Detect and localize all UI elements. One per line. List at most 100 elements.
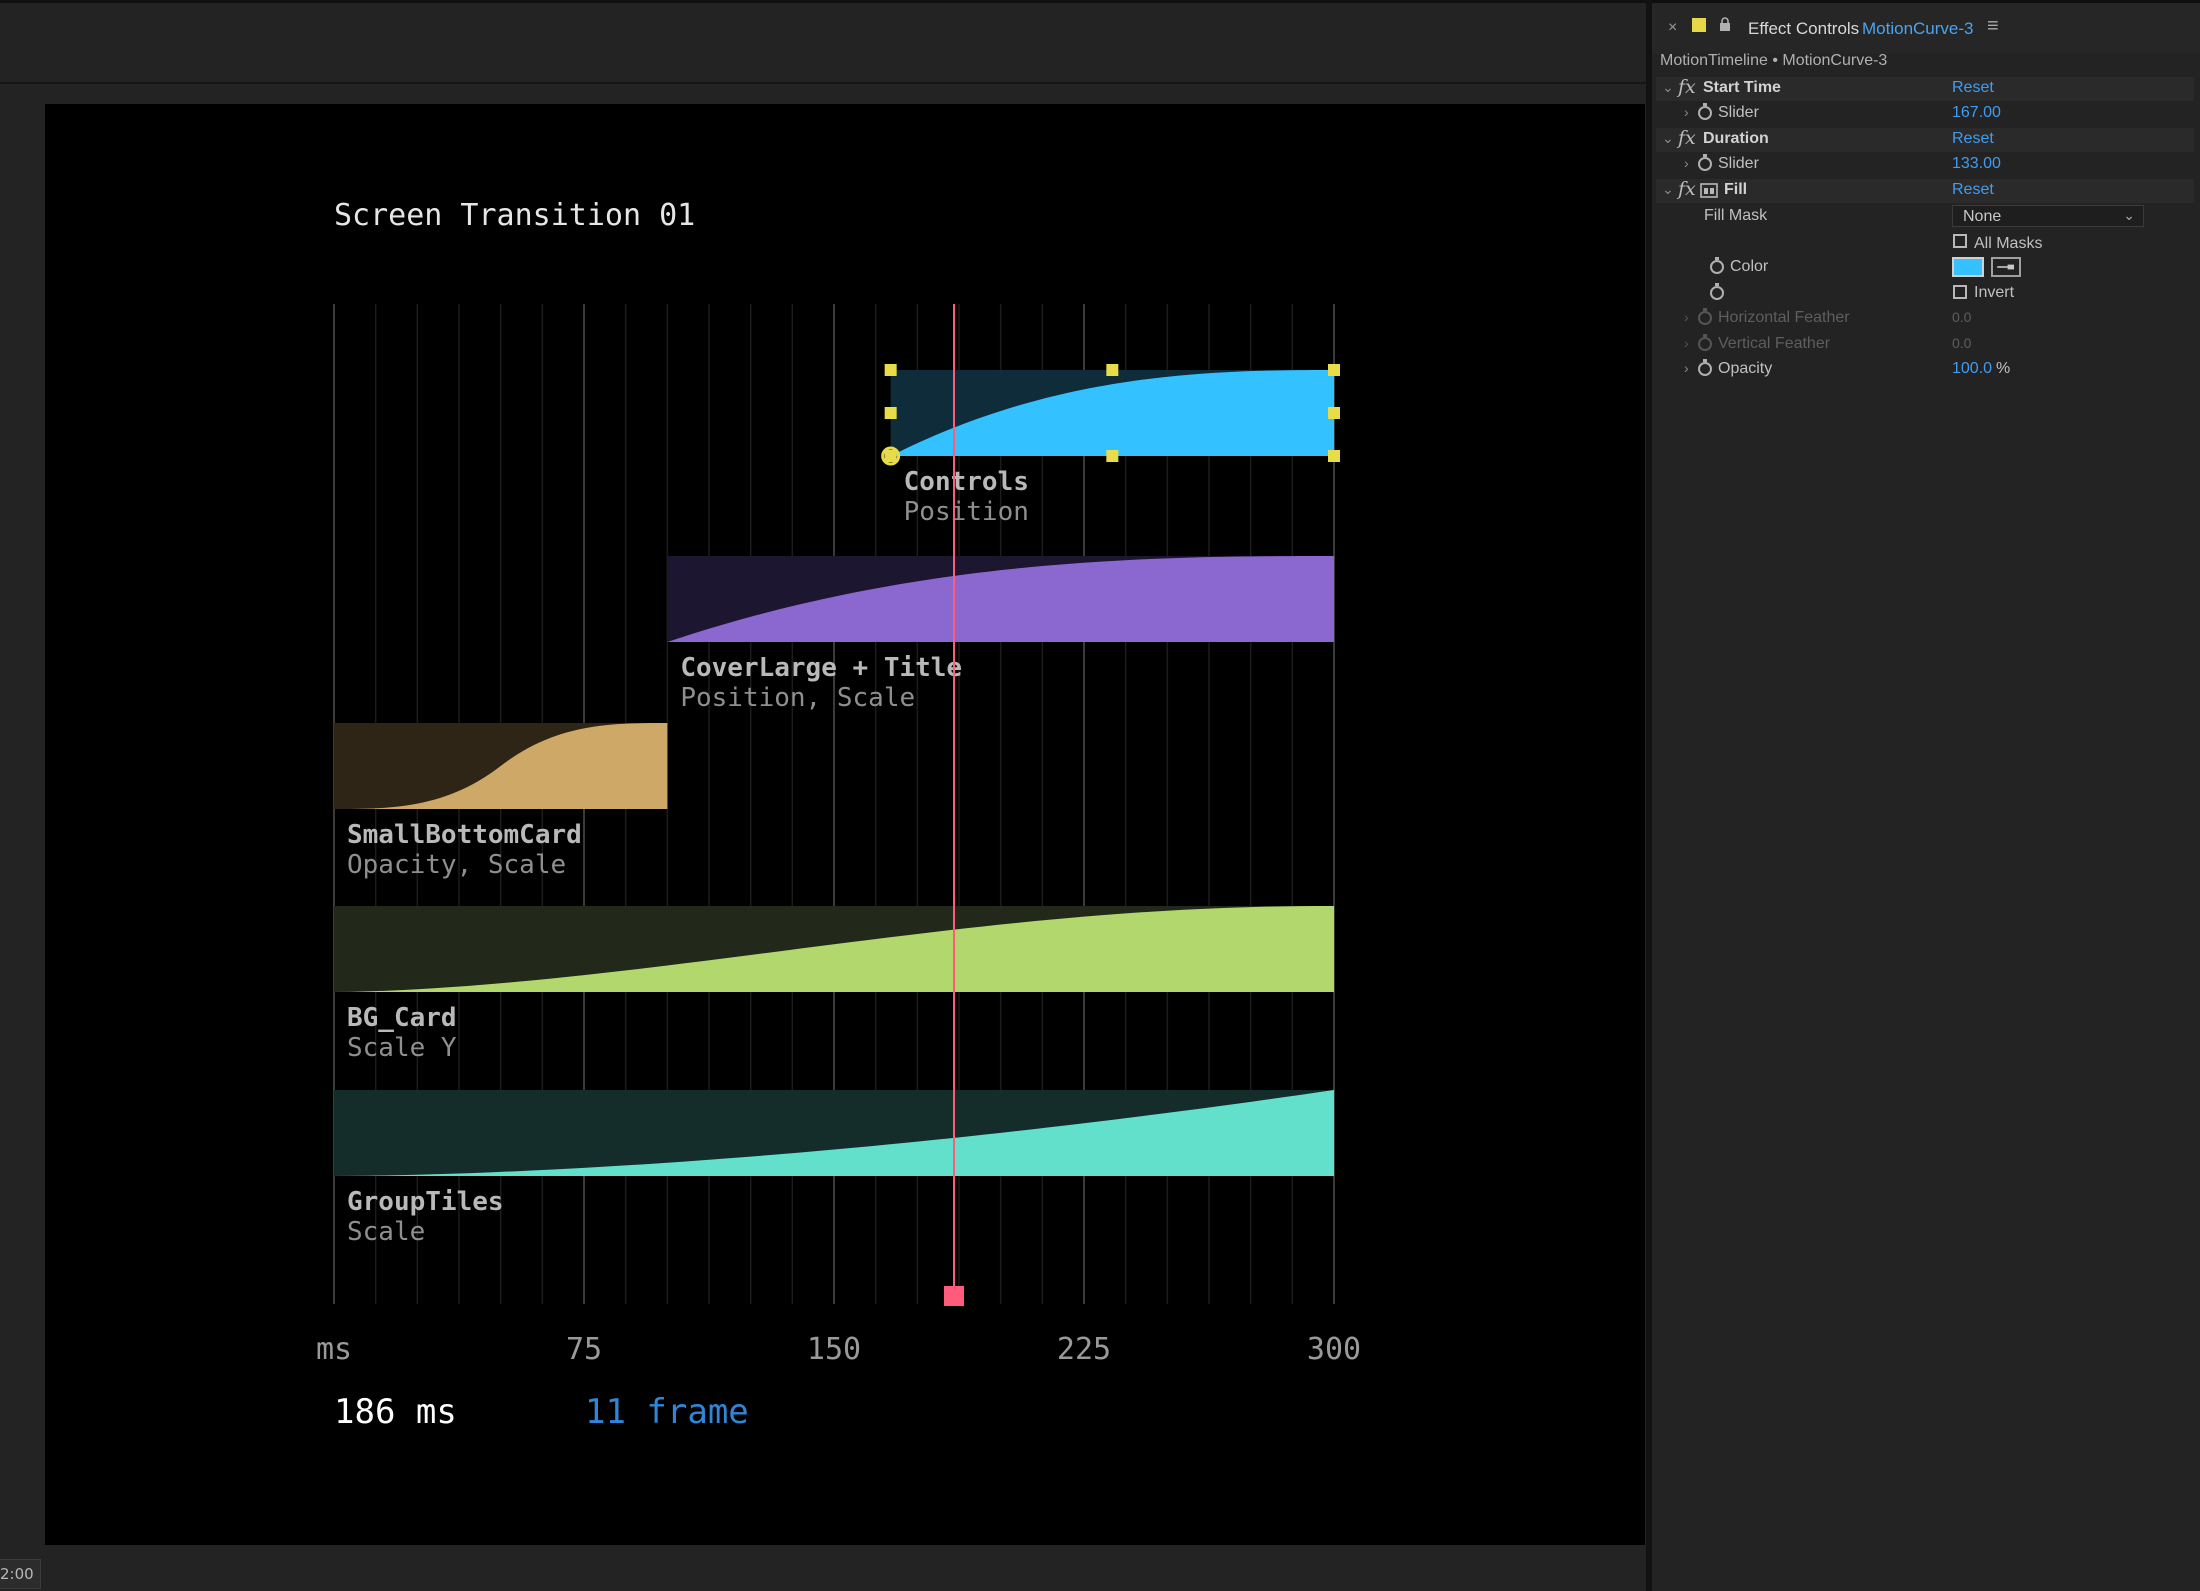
property-slider[interactable]: › Slider 167.00	[1656, 102, 2194, 126]
panel-menu-icon[interactable]: ≡	[1987, 15, 1999, 37]
checkbox-label: All Masks	[1974, 235, 2043, 252]
axis-tick-label: 75	[566, 1332, 602, 1367]
track-property: Scale	[347, 1217, 425, 1247]
slider-value[interactable]: 133.00	[1952, 155, 2001, 172]
property-value: 0.0	[1952, 309, 1972, 325]
playhead-marker[interactable]	[944, 1286, 964, 1306]
property-slider[interactable]: › Slider 133.00	[1656, 153, 2194, 177]
selection-handle	[1328, 450, 1340, 462]
effect-name: Fill	[1724, 181, 1748, 198]
reset-button[interactable]: Reset	[1952, 181, 1994, 198]
panel-tab-bar: × Effect Controls MotionCurve-3 ≡	[1652, 0, 2200, 54]
selection-handle	[884, 450, 897, 462]
property-label: Opacity	[1718, 360, 1773, 377]
stopwatch-icon[interactable]	[1698, 154, 1712, 171]
track-name: Controls	[904, 467, 1029, 497]
chevron-right-icon[interactable]: ›	[1684, 155, 1689, 171]
track-curve	[667, 556, 1334, 642]
eyedropper-icon[interactable]	[1991, 257, 2021, 277]
stopwatch-icon[interactable]	[1710, 283, 1724, 300]
status-bar	[0, 1555, 1646, 1591]
property-value: 0.0	[1952, 335, 1972, 351]
chevron-right-icon[interactable]: ›	[1684, 360, 1689, 376]
slider-value[interactable]: 167.00	[1952, 104, 2001, 121]
property-label: Vertical Feather	[1718, 335, 1831, 352]
fill-mask-dropdown[interactable]: None ⌄	[1952, 205, 2144, 227]
motion-timeline-chart: Screen Transition 01 ControlsPositionCov…	[316, 198, 1361, 1432]
axis-tick-label: ms	[316, 1332, 352, 1367]
panel-splitter[interactable]	[1646, 0, 1652, 1591]
property-vertical-feather[interactable]: › Vertical Feather 0.0	[1656, 333, 2194, 357]
effect-start-time[interactable]: ⌄ fx Start Time Reset	[1656, 76, 2194, 101]
property-invert: Invert	[1656, 282, 2194, 306]
property-horizontal-feather[interactable]: › Horizontal Feather 0.0	[1656, 307, 2194, 331]
effect-name: Duration	[1703, 130, 1769, 147]
frame-readout: 11 frame	[585, 1392, 749, 1432]
composition-title: Screen Transition 01	[334, 198, 695, 233]
track-name: BG_Card	[347, 1003, 457, 1033]
track-curve	[334, 1090, 1334, 1176]
lock-icon[interactable]	[1719, 17, 1731, 31]
timecode-display[interactable]: 2:00	[0, 1559, 41, 1589]
chevron-down-icon[interactable]: ⌄	[1662, 130, 1674, 146]
property-opacity[interactable]: › Opacity 100.0 %	[1656, 358, 2194, 382]
selection-handle	[884, 407, 897, 419]
stopwatch-icon	[1698, 308, 1712, 325]
axis-tick-label: 225	[1057, 1332, 1111, 1367]
chevron-down-icon[interactable]: ⌄	[1662, 181, 1674, 197]
property-all-masks: All Masks	[1656, 231, 2194, 255]
axis-tick-label: 150	[807, 1332, 861, 1367]
chevron-down-icon: ⌄	[2123, 207, 2135, 223]
panel-title[interactable]: Effect Controls	[1748, 19, 1860, 38]
stopwatch-icon[interactable]	[1710, 257, 1724, 274]
active-layer-name[interactable]: MotionCurve-3	[1862, 19, 1974, 38]
track-name: SmallBottomCard	[347, 820, 582, 850]
chevron-down-icon[interactable]: ⌄	[1662, 79, 1674, 95]
track-curve	[334, 906, 1334, 992]
opacity-value[interactable]: 100.0	[1952, 360, 1993, 377]
close-icon[interactable]: ×	[1668, 19, 1678, 36]
checkbox-label: Invert	[1974, 284, 2015, 301]
reset-button[interactable]: Reset	[1952, 130, 1994, 147]
selection-handle	[1328, 364, 1340, 376]
property-label: Fill Mask	[1704, 207, 1768, 224]
stopwatch-icon[interactable]	[1698, 103, 1712, 120]
selection-handle	[884, 364, 897, 376]
composition-toolbar	[0, 0, 1646, 84]
fx-icon[interactable]: fx	[1678, 178, 1696, 200]
fx-icon[interactable]: fx	[1678, 76, 1696, 98]
property-label: Slider	[1718, 155, 1759, 172]
chevron-right-icon[interactable]: ›	[1684, 104, 1689, 120]
track-curve	[334, 723, 668, 809]
property-label: Slider	[1718, 104, 1759, 121]
property-fill-mask: Fill Mask None ⌄	[1656, 205, 2194, 229]
track-name: CoverLarge + Title	[680, 653, 962, 683]
property-label: Color	[1730, 258, 1769, 275]
dropdown-value: None	[1963, 208, 2002, 225]
selection-handle	[1106, 450, 1119, 462]
property-label: Horizontal Feather	[1718, 309, 1850, 326]
selection-handle	[1328, 407, 1340, 419]
effect-fill[interactable]: ⌄ fx Fill Reset	[1656, 178, 2194, 203]
breadcrumb: MotionTimeline • MotionCurve-3	[1660, 52, 1888, 69]
effect-duration[interactable]: ⌄ fx Duration Reset	[1656, 127, 2194, 152]
selection-handle	[1106, 364, 1119, 376]
all-masks-checkbox[interactable]	[1953, 234, 1967, 248]
track-curve	[890, 370, 1334, 456]
fx-icon[interactable]: fx	[1678, 127, 1696, 149]
chevron-right-icon[interactable]: ›	[1684, 335, 1689, 351]
invert-checkbox[interactable]	[1953, 285, 1967, 299]
color-swatch[interactable]	[1952, 257, 1984, 277]
stopwatch-icon[interactable]	[1698, 359, 1712, 376]
reset-button[interactable]: Reset	[1952, 79, 1994, 96]
chevron-right-icon[interactable]: ›	[1684, 309, 1689, 325]
fill-effect-icon	[1700, 183, 1718, 198]
